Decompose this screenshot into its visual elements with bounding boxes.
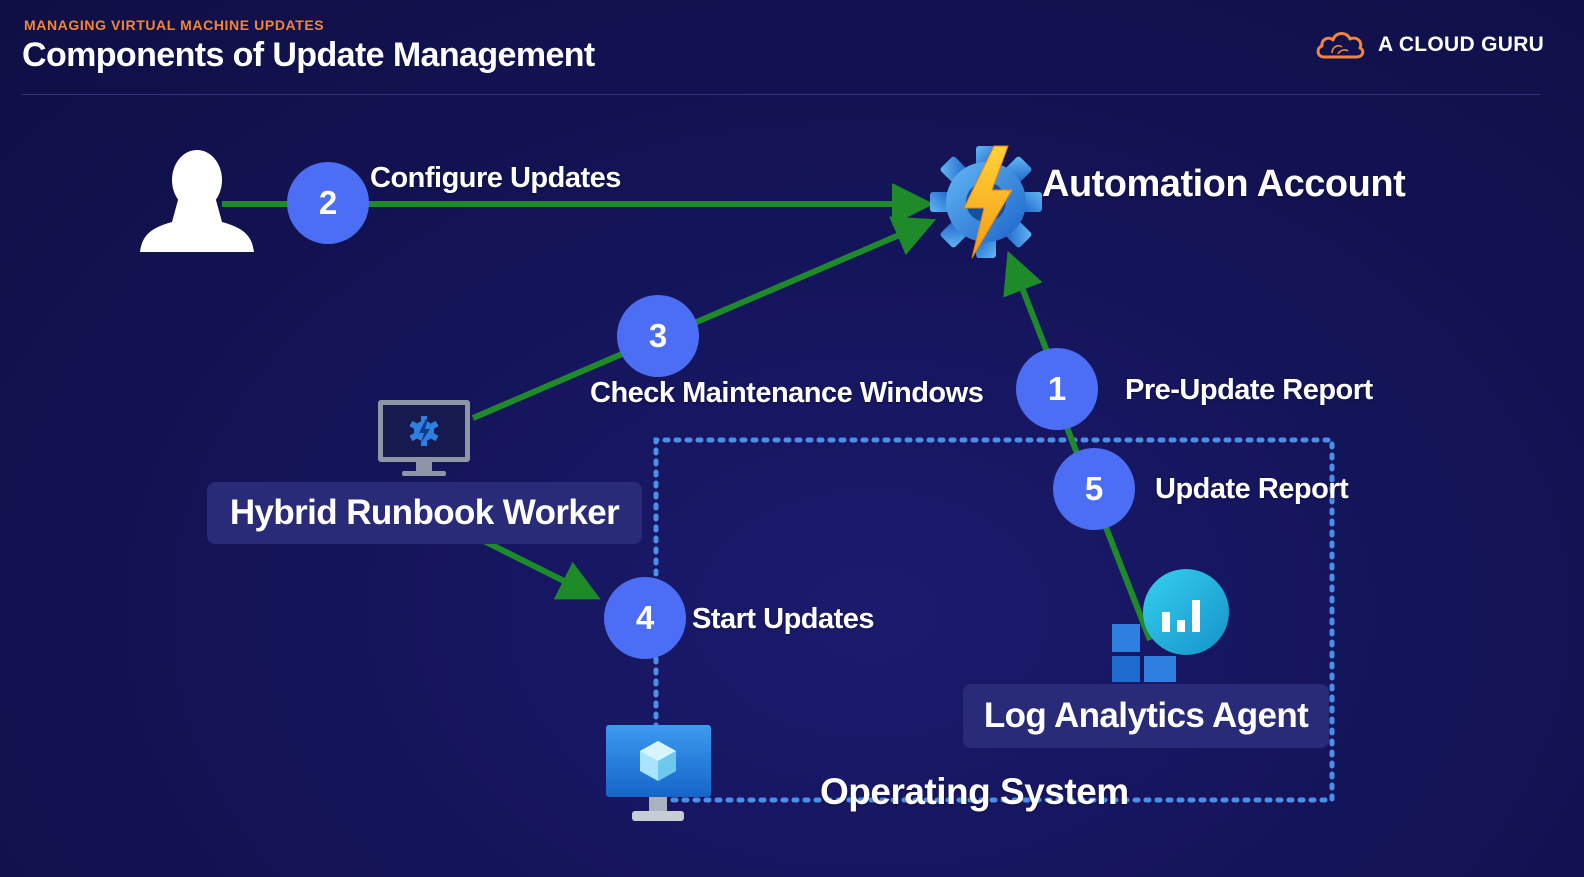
- step-label-check-maintenance-windows: Check Maintenance Windows: [590, 377, 984, 409]
- vm-monitor-icon: [606, 725, 711, 821]
- header-divider: [22, 94, 1540, 95]
- step-label-configure-updates: Configure Updates: [370, 162, 621, 194]
- arrow-start-updates: [480, 537, 601, 600]
- section-kicker: MANAGING VIRTUAL MACHINE UPDATES: [24, 17, 325, 33]
- step-badge-3: 3: [617, 295, 699, 377]
- step-label-pre-update-report: Pre-Update Report: [1125, 374, 1373, 406]
- automation-gear-bolt-icon: [930, 145, 1042, 259]
- operating-system-boundary: [653, 437, 1335, 803]
- step-badge-2: 2: [287, 162, 369, 244]
- hybrid-runbook-worker-label: Hybrid Runbook Worker: [229, 493, 620, 532]
- log-analytics-icon: [1112, 569, 1229, 682]
- arrow-check-maintenance: [471, 216, 937, 421]
- automation-account-label: Automation Account: [1042, 163, 1406, 205]
- step-badge-1: 1: [1016, 348, 1098, 430]
- log-analytics-agent-node: Log Analytics Agent: [963, 684, 1329, 748]
- log-analytics-agent-label: Log Analytics Agent: [983, 696, 1309, 735]
- monitor-gear-icon: [378, 400, 470, 476]
- page-title: Components of Update Management: [22, 36, 595, 74]
- brand-name: A CLOUD GURU: [1378, 33, 1545, 56]
- hybrid-runbook-worker-node: Hybrid Runbook Worker: [207, 482, 642, 544]
- operating-system-label: Operating System: [820, 771, 1129, 812]
- cloud-logo-icon: [1316, 32, 1365, 59]
- step-badge-5: 5: [1053, 448, 1135, 530]
- step-badge-4: 4: [604, 577, 686, 659]
- step-label-start-updates: Start Updates: [692, 603, 875, 635]
- step-label-update-report: Update Report: [1155, 473, 1349, 505]
- user-icon: [140, 150, 254, 252]
- brand-logo: A CLOUD GURU: [1314, 28, 1544, 62]
